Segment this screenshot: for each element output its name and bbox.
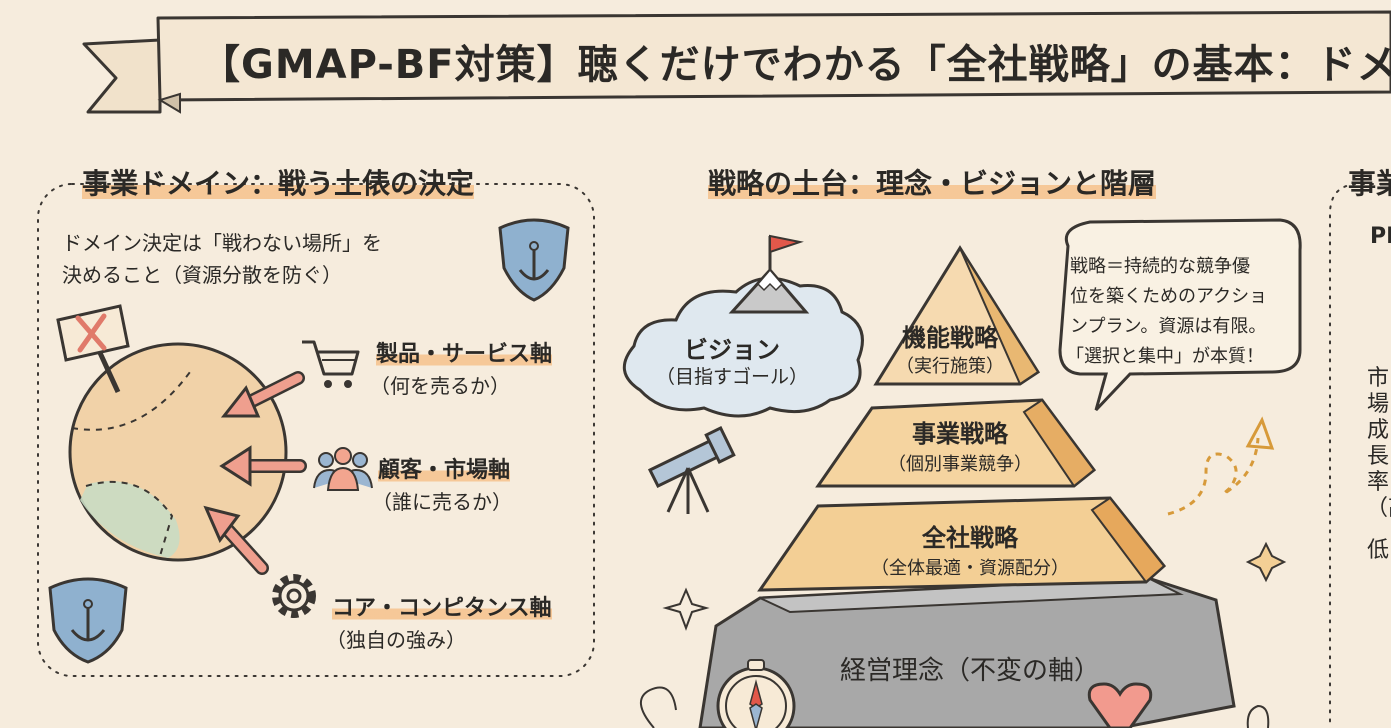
vision-title: ビジョン xyxy=(684,336,780,364)
tier-corporate-sub: （全体最適・資源配分） xyxy=(871,558,1069,579)
axis-product-sub: （何を売るか） xyxy=(370,374,510,398)
tier-functional-sub: （実行施策） xyxy=(896,356,1004,377)
vision-subtitle: （目指すゴール） xyxy=(655,366,808,388)
telescope-icon xyxy=(647,426,736,514)
foundation-philosophy-label: 経営理念（不変の軸） xyxy=(839,656,1100,686)
title-ribbon xyxy=(82,10,1391,114)
bubble-line2: 位を築くためのアクショ xyxy=(1070,286,1268,307)
axis-arrows xyxy=(203,371,307,575)
section-heading-foundation: 戦略の土台：理念・ビジョンと階層 xyxy=(708,162,1157,202)
people-group-icon xyxy=(313,447,373,491)
bubble-line1: 戦略＝持続的な競争優 xyxy=(1070,256,1250,277)
axis-core-competence-sub: （独自の強み） xyxy=(326,628,466,652)
dotted-path xyxy=(1167,437,1260,516)
anchor-shield-icon xyxy=(498,218,570,302)
tier-business-sub: （個別事業競争） xyxy=(888,454,1032,475)
gear-icon xyxy=(272,574,316,618)
axis-customer-label: 顧客・市場軸 xyxy=(378,452,511,484)
axis-customer-sub: （誰に売るか） xyxy=(372,490,512,514)
market-growth-vertical-label: 市場成長率（高 xyxy=(1366,366,1391,521)
page-title: 【GMAP-BF対策】聴くだけでわかる「全社戦略」の基本：ドメ xyxy=(200,42,1391,88)
anchor-shield-icon xyxy=(48,577,128,664)
axis-product-label: 製品・サービス軸 xyxy=(376,336,553,368)
domain-note-line1: ドメイン決定は「戦わない場所」を xyxy=(62,231,382,255)
no-entry-sign xyxy=(56,304,130,394)
domain-globe xyxy=(68,342,288,562)
heart-icon xyxy=(1087,682,1153,728)
strategy-pyramid xyxy=(698,245,1236,728)
shopping-cart-icon xyxy=(302,340,360,388)
bubble-line3: ンプラン。資源は有限。 xyxy=(1070,316,1267,337)
sparkle-icon xyxy=(1245,541,1287,583)
axis-core-competence-label: コア・コンピタンス軸 xyxy=(332,590,552,622)
speech-bubble xyxy=(1058,218,1302,412)
path-arrowhead-icon xyxy=(1245,416,1275,450)
tier-business-title: 事業戦略 xyxy=(912,420,1008,448)
vision-cloud xyxy=(623,234,864,418)
section-heading-domain: 事業ドメイン：戦う土俵の決定 xyxy=(82,162,475,202)
decorative-swirl xyxy=(1246,704,1270,728)
market-growth-low-label: 低 xyxy=(1366,538,1389,563)
compass-icon xyxy=(716,659,796,728)
tier-functional-title: 機能戦略 xyxy=(902,324,998,352)
section-heading-right: 事業 xyxy=(1348,167,1391,200)
tier-corporate-title: 全社戦略 xyxy=(922,524,1018,552)
pp-label: PP xyxy=(1370,224,1391,249)
sparkle-icon xyxy=(662,587,710,631)
domain-note-line2: 決めること（資源分散を防ぐ） xyxy=(62,263,342,287)
decorative-swirl xyxy=(640,686,677,728)
bubble-line4: 「選択と集中」が本質！ xyxy=(1066,346,1264,367)
right-panel-border xyxy=(1329,183,1391,728)
